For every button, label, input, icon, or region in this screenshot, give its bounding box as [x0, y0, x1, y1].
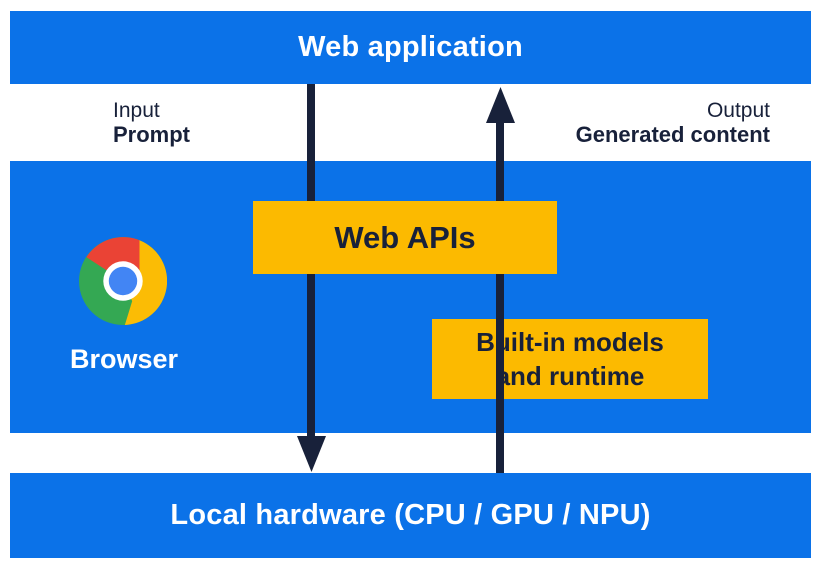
web-apis-label: Web APIs	[334, 219, 476, 255]
input-value-prompt: Prompt	[113, 122, 190, 147]
local-hardware-band: Local hardware (CPU / GPU / NPU)	[10, 473, 811, 558]
output-caption: Output	[706, 99, 770, 122]
output-arrow-head	[486, 87, 515, 123]
web-application-label: Web application	[298, 31, 523, 63]
output-value-generated-content: Generated content	[575, 122, 770, 147]
output-flow-up-arrow-icon	[486, 87, 515, 473]
builtin-models-line1: Built-in models	[476, 327, 664, 357]
builtin-models-box: Built-in models and runtime	[432, 319, 708, 399]
builtin-models-line2: and runtime	[495, 361, 645, 391]
output-arrow-shaft	[496, 122, 504, 473]
input-arrow-head	[297, 436, 326, 472]
local-hardware-label: Local hardware (CPU / GPU / NPU)	[170, 499, 651, 531]
web-apis-box: Web APIs	[253, 201, 557, 274]
browser-label: Browser	[69, 344, 179, 374]
web-application-band: Web application	[10, 11, 811, 84]
input-caption: Input	[113, 99, 160, 122]
chrome-logo-icon	[79, 237, 168, 325]
input-flow-down-arrow-icon	[297, 84, 326, 472]
